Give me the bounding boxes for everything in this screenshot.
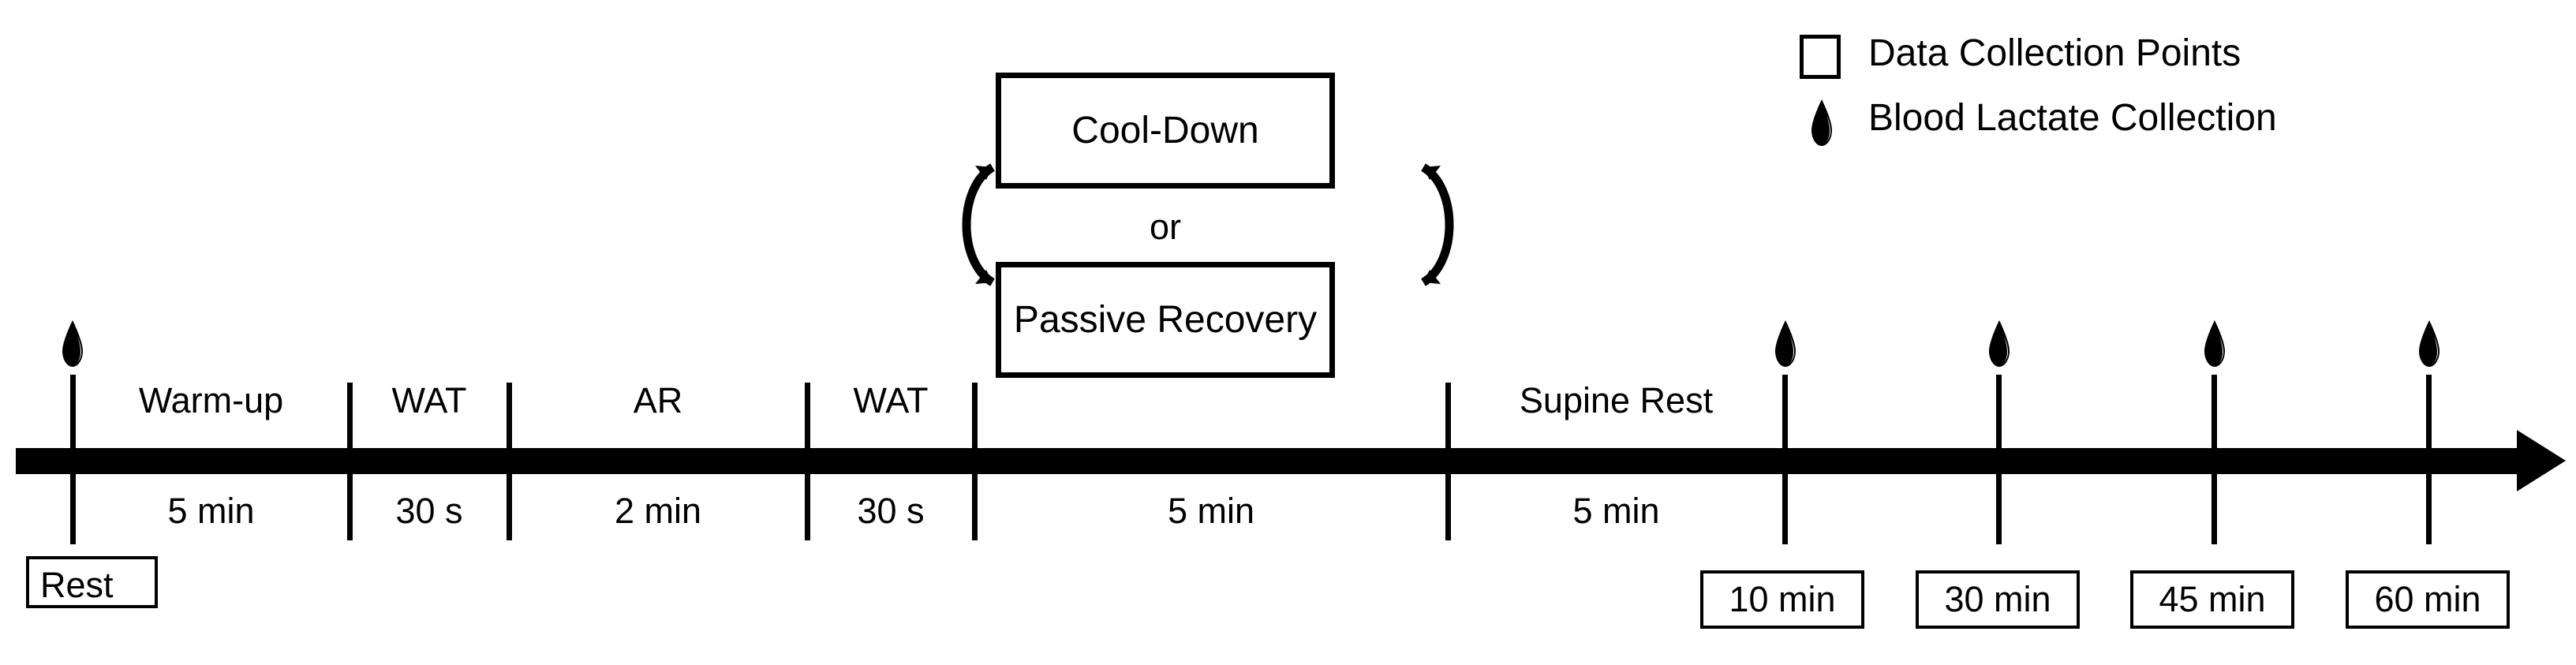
data-point-label-30min: 30 min (1944, 579, 2051, 619)
data-point-label-10min: 10 min (1729, 579, 1836, 619)
blood-droplet-icon-10min (1772, 320, 1799, 368)
duration-label-wat-1: 30 s (395, 491, 463, 531)
duration-label-supine-rest: 5 min (1572, 491, 1660, 531)
data-point-box-rest: Rest (26, 556, 158, 608)
phase-label-wat-1: WAT (391, 380, 467, 420)
tick-wat2-end (972, 383, 978, 540)
data-point-box-60min: 60 min (2346, 570, 2510, 629)
blood-droplet-icon-rest (59, 320, 86, 368)
blood-droplet-icon-30min (1986, 320, 2013, 368)
tick-45min (2211, 375, 2217, 544)
phase-label-wat-2: WAT (853, 380, 929, 420)
legend-blood-droplet-icon (1808, 99, 1835, 147)
tick-60min (2426, 375, 2432, 544)
phase-label-recovery (974, 379, 1448, 423)
cool-down-label: Cool-Down (1071, 110, 1259, 151)
legend-empty-square-icon (1800, 35, 1841, 79)
tick-recovery-end (1445, 383, 1451, 540)
data-point-box-45min: 45 min (2130, 570, 2294, 629)
phase-label-warm-up: Warm-up (138, 380, 284, 420)
recovery-option-passive-recovery: Passive Recovery (996, 262, 1335, 378)
timeline-axis-bar (16, 448, 2529, 474)
data-point-box-10min: 10 min (1700, 570, 1864, 629)
timeline-axis-arrowhead (2517, 430, 2566, 491)
duration-label-recovery: 5 min (1167, 491, 1255, 531)
data-point-label-45min: 45 min (2159, 579, 2266, 619)
legend-label-blood-lactate: Blood Lactate Collection (1868, 97, 2277, 139)
tick-warmup-end (347, 383, 353, 540)
data-point-box-30min: 30 min (1916, 570, 2080, 629)
tick-10min (1782, 375, 1788, 544)
duration-label-wat-2: 30 s (857, 491, 925, 531)
phase-label-supine-rest: Supine Rest (1519, 380, 1714, 420)
recovery-left-arc-icon (940, 150, 1011, 300)
duration-label-warm-up: 5 min (167, 491, 255, 531)
data-point-label-60min: 60 min (2374, 579, 2481, 619)
recovery-option-cool-down: Cool-Down (996, 73, 1335, 189)
tick-wat1-end (507, 383, 512, 540)
blood-droplet-icon-60min (2416, 320, 2443, 368)
legend-label-data-collection: Data Collection Points (1868, 32, 2241, 74)
passive-recovery-label: Passive Recovery (1013, 299, 1318, 341)
blood-droplet-icon-45min (2201, 320, 2228, 368)
data-point-label-rest: Rest (40, 565, 114, 605)
duration-label-ar: 2 min (614, 491, 702, 531)
recovery-or-label: or (1149, 207, 1181, 247)
tick-rest (70, 375, 76, 544)
phase-label-ar: AR (633, 380, 683, 420)
tick-ar-end (805, 383, 810, 540)
recovery-right-arc-icon (1404, 150, 1475, 300)
tick-30min (1996, 375, 2002, 544)
